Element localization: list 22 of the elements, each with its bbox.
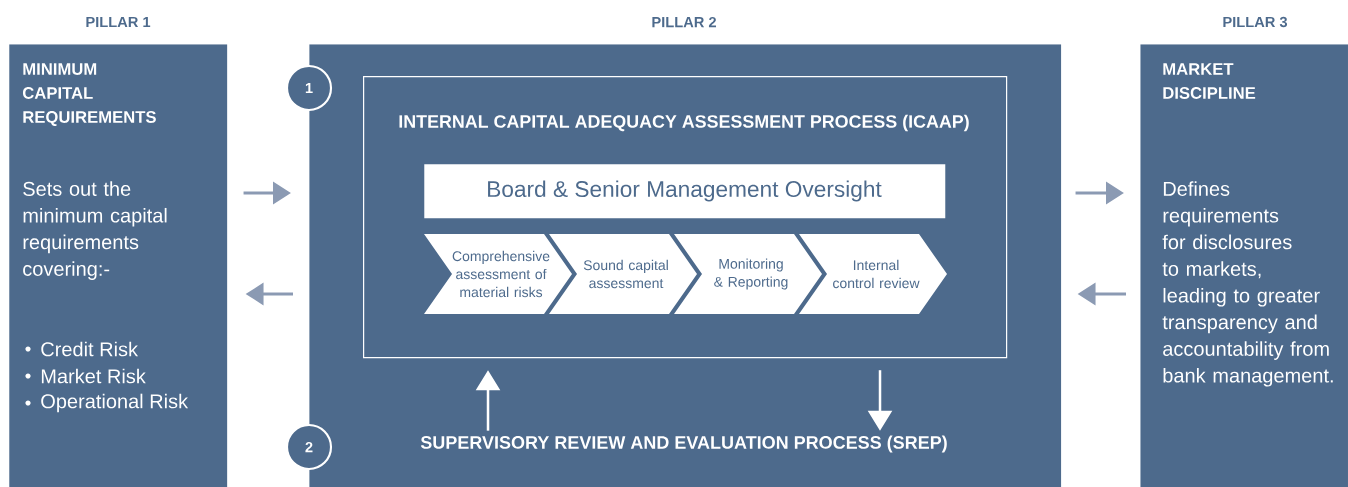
step-number: 2 bbox=[285, 423, 333, 471]
pillar-heading: PILLAR 3 bbox=[1223, 16, 1288, 28]
bullet-item: Market Risk bbox=[25, 368, 146, 384]
bullet-item: Operational Risk bbox=[25, 393, 189, 413]
node-label: Internal control review bbox=[833, 259, 920, 289]
panel-title: MINIMUM CAPITAL REQUIREMENTS bbox=[22, 63, 156, 126]
chevron-step: Monitoring & Reporting bbox=[674, 234, 822, 314]
chevron-step: Sound capital assessment bbox=[549, 234, 697, 314]
step-number: 1 bbox=[285, 64, 333, 112]
bullet-item: Credit Risk bbox=[25, 341, 139, 357]
pillar-heading: PILLAR 2 bbox=[652, 16, 716, 28]
node-label: Comprehensive assessment of material risks bbox=[452, 250, 550, 298]
chevron-step: Comprehensive assessment of material risks bbox=[424, 234, 572, 314]
chevron-step: Internal control review bbox=[799, 234, 947, 314]
node-label: Sound capital assessment bbox=[583, 259, 668, 289]
description: Sets out the minimum capital requirements covering:- bbox=[23, 181, 167, 280]
oversight-box: Board & Senior Management Oversight bbox=[424, 164, 946, 219]
pillar-heading: PILLAR 1 bbox=[86, 16, 151, 28]
description: Defines requirements for disclosures to markets, leading to greater transparency and accountability from bank management. bbox=[1162, 181, 1333, 387]
panel-title: MARKET DISCIPLINE bbox=[1163, 63, 1256, 99]
node-label: Monitoring & Reporting bbox=[714, 258, 788, 290]
process-label: SUPERVISORY REVIEW AND EVALUATION PROCESS (SREP) bbox=[420, 435, 947, 453]
